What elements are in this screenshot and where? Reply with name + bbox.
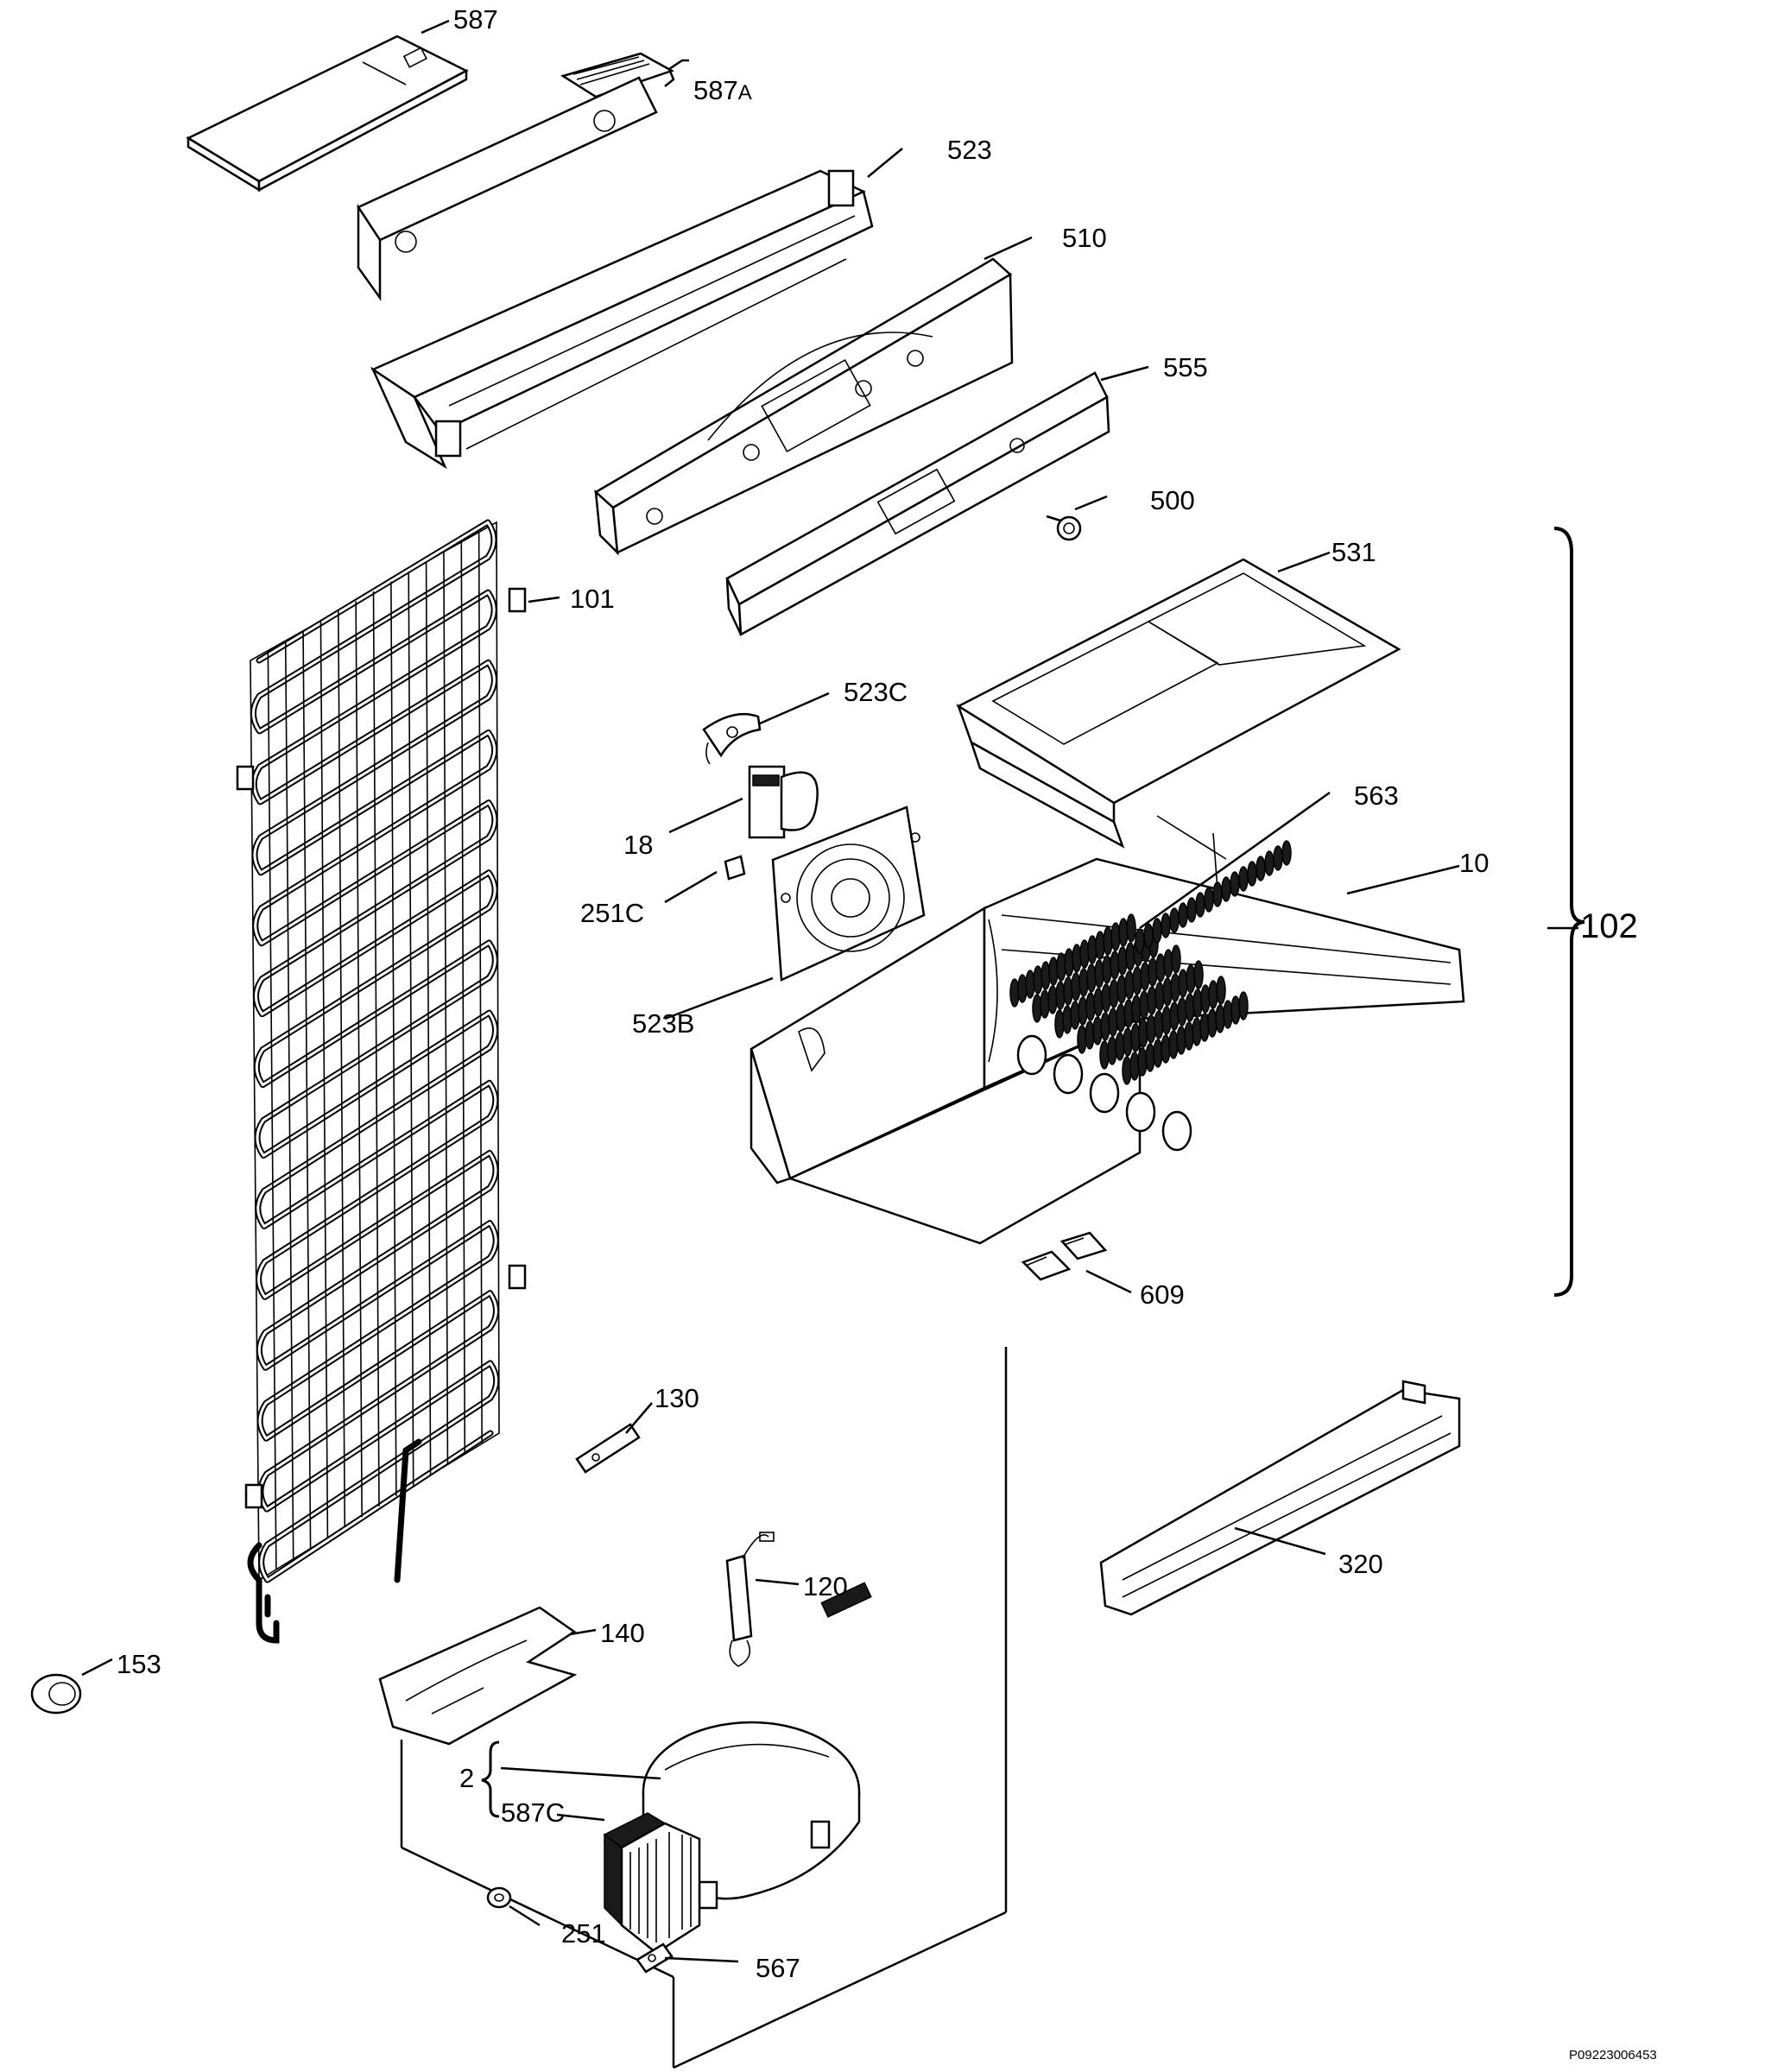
evaporator-fin [1256,856,1266,881]
part-531-evaporator-cover [956,558,1401,849]
label-523C: 523C [844,677,908,707]
document-id: P09223006453 [1569,2048,1657,2063]
label-587: 587 [453,4,498,35]
evaporator-fin [1238,991,1249,1020]
evaporator-fin [1204,887,1214,913]
condenser-wire [478,532,483,1444]
condenser-wire [355,601,363,1518]
evaporator-return-bend [1161,1110,1192,1152]
evaporator-fins [1009,840,1292,1152]
part-140-compressor-tray [378,1582,872,1746]
evaporator-fin [1169,907,1180,933]
evaporator-return-bend [1053,1053,1084,1095]
label-101: 101 [570,584,615,614]
condenser-coil-pattern [250,519,500,1583]
evaporator-fin [1171,944,1181,974]
condenser-wire [460,541,466,1455]
label-130: 130 [655,1383,699,1413]
label-587A: 587A [693,75,752,105]
part-523C-fan-bracket [702,712,762,765]
label-251: 251 [561,1918,606,1949]
evaporator-fin [1178,902,1188,928]
label-140: 140 [600,1618,645,1648]
label-563: 563 [1354,780,1399,811]
condenser-wire [337,610,346,1528]
condenser-wire [319,621,329,1538]
condenser-wire [267,650,277,1570]
condenser-wire [408,572,414,1486]
label-2: 2 [459,1763,474,1793]
part-523B-fan-shroud [771,805,926,982]
condenser-wire [390,581,397,1496]
evaporator-fin [1193,960,1204,989]
evaporator-return-bend [1089,1072,1120,1114]
group-2-bracket [481,1740,500,1818]
evaporator-fin [1247,861,1257,887]
label-120: 120 [803,1571,848,1601]
leader-lines [421,19,1578,1963]
part-251C-clip [724,855,746,881]
evaporator-fin [1143,923,1154,949]
label-587C: 587C [501,1797,565,1828]
evaporator-fin [1135,928,1145,954]
group-102-bracket [1553,527,1585,1297]
evaporator-fin [1161,913,1171,938]
part-2-compressor [642,1721,861,1910]
part-587-control-board [186,35,469,193]
evaporator-return-bend [1125,1091,1156,1133]
evaporator-fin [1264,850,1274,876]
condenser-wire [425,561,432,1475]
label-523B: 523B [632,1008,694,1039]
evaporator-fin [1152,918,1162,944]
part-523-bracket [370,169,874,470]
part-587A-board-housing [357,52,675,301]
evaporator-fin [1230,871,1240,897]
label-10: 10 [1459,848,1489,878]
part-10-evaporator-assembly [750,815,1465,1245]
part-510-panel-housing [593,257,1014,556]
label-567: 567 [756,1953,800,1983]
part-153-grommet [30,1658,113,1715]
condenser-wire [443,552,449,1465]
label-510: 510 [1062,223,1107,253]
part-609-connectors [1021,1231,1108,1281]
evaporator-fin [1212,881,1223,907]
part-101-condenser [236,519,527,1644]
part-130-sensor-clip [575,1423,641,1474]
part-587C-heat-sink [603,1812,701,1955]
part-567-clip [636,1942,674,1974]
label-18: 18 [623,830,653,860]
label-609: 609 [1140,1279,1185,1310]
evaporator-fin [1195,892,1205,918]
evaporator-fin [1126,913,1136,943]
evaporator-fin [1273,845,1283,871]
label-153: 153 [117,1649,161,1679]
condenser-wire [372,591,380,1507]
condenser-wire [302,630,312,1549]
part-120-relay [725,1532,775,1667]
label-251C: 251C [580,898,644,928]
evaporator-fin [1281,840,1292,866]
part-251-nut [486,1886,512,1909]
part-320-door-shelf [1099,1380,1461,1616]
evaporator-fin [1216,976,1226,1005]
compartment-outline [400,1347,1008,2069]
label-500: 500 [1150,485,1195,515]
condenser-wire [284,641,294,1559]
part-18-fan-motor [748,765,819,839]
label-320: 320 [1338,1549,1383,1579]
evaporator-fin [1186,897,1197,923]
evaporator-fin [1221,876,1231,902]
evaporator-fin [1238,866,1249,892]
part-555-cover-strip [725,371,1110,637]
label-555: 555 [1163,352,1208,382]
evaporator-return-bend [1016,1034,1047,1076]
label-102: 102 [1580,907,1638,945]
label-531: 531 [1331,537,1376,567]
label-523: 523 [947,135,992,165]
part-500-knob [1046,515,1082,541]
